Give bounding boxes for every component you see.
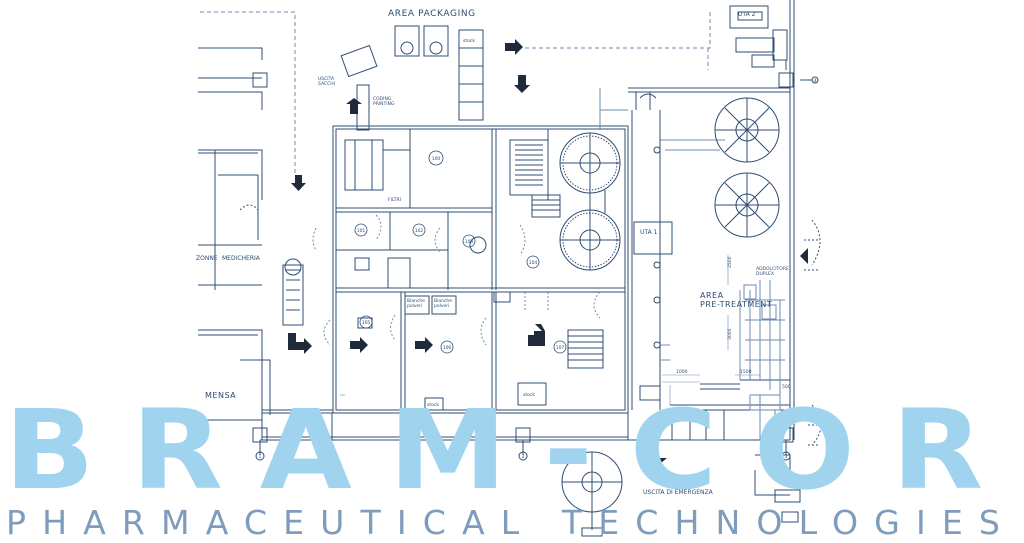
room-number: 106 xyxy=(443,345,452,351)
room-number: 105 xyxy=(362,320,371,326)
dimension-label: 1300 xyxy=(664,408,670,420)
medicheria-label: MEDICHERIA xyxy=(222,255,261,262)
flow-arrows xyxy=(288,39,808,468)
room-number: 101 xyxy=(357,228,366,234)
room-number: 104 xyxy=(529,260,538,266)
area-packaging-label: AREA PACKAGING xyxy=(388,9,476,19)
room-number: 107 xyxy=(556,345,565,351)
brand-name: BRAM-COR xyxy=(4,386,1020,514)
filtri-label: FILTRI xyxy=(388,197,401,203)
interior-partitions xyxy=(336,129,625,410)
room-number: 100 xyxy=(432,156,441,162)
column-grid xyxy=(252,60,819,461)
room-number: 102 xyxy=(415,228,424,234)
stock-label: stock xyxy=(463,38,475,44)
dimension-lines xyxy=(340,255,760,405)
tank-bottom xyxy=(561,451,623,537)
piping xyxy=(599,88,785,440)
column-marker: 2 xyxy=(522,454,525,460)
dimension-label: 1500 xyxy=(740,369,752,375)
zonne-label: ZONNE xyxy=(196,255,218,262)
uscita-emergenza-label: USCITA DI EMERGENZA xyxy=(643,489,714,496)
room-equipment xyxy=(282,146,822,523)
mensa-label: MENSA xyxy=(205,391,236,400)
left-building-walls xyxy=(198,47,271,440)
dashed-boundaries xyxy=(200,10,711,175)
packaging-equipment xyxy=(340,25,484,191)
dimension-label: 500 xyxy=(782,384,791,390)
pretreatment-area-walls xyxy=(628,0,795,441)
brand-watermark: BRAM-COR PHARMACEUTICAL TECHNOLOGIES xyxy=(4,386,1020,542)
door-swings xyxy=(312,214,601,346)
dimension-labels: 2500 3000 1000 1500 1300 500 xyxy=(664,256,791,420)
column-marker: 4 xyxy=(814,78,817,84)
room-number: 103 xyxy=(465,239,474,245)
stock-label: stock xyxy=(427,402,439,408)
room-number-labels: 100 101 102 103 104 105 106 107 xyxy=(357,156,565,351)
brand-tagline: PHARMACEUTICAL TECHNOLOGIES xyxy=(6,503,1016,539)
tanks-room-104 xyxy=(531,132,621,271)
tanks-pretreatment xyxy=(714,97,780,238)
column-marker: 3 xyxy=(785,454,788,460)
dimension-label: 3000 xyxy=(727,328,733,340)
uta2-label: UTA 2 xyxy=(738,11,756,18)
column-marker: 1 xyxy=(259,454,262,460)
dimension-label: 2500 xyxy=(727,256,733,268)
room-number-circles xyxy=(354,150,567,354)
uta2-box xyxy=(729,5,788,68)
uta1-label: UTA 1 xyxy=(640,229,658,236)
dimension-label: 1000 xyxy=(676,369,688,375)
column-marker-labels: 1 2 3 4 xyxy=(259,78,817,460)
stock-label: stock xyxy=(523,392,535,398)
